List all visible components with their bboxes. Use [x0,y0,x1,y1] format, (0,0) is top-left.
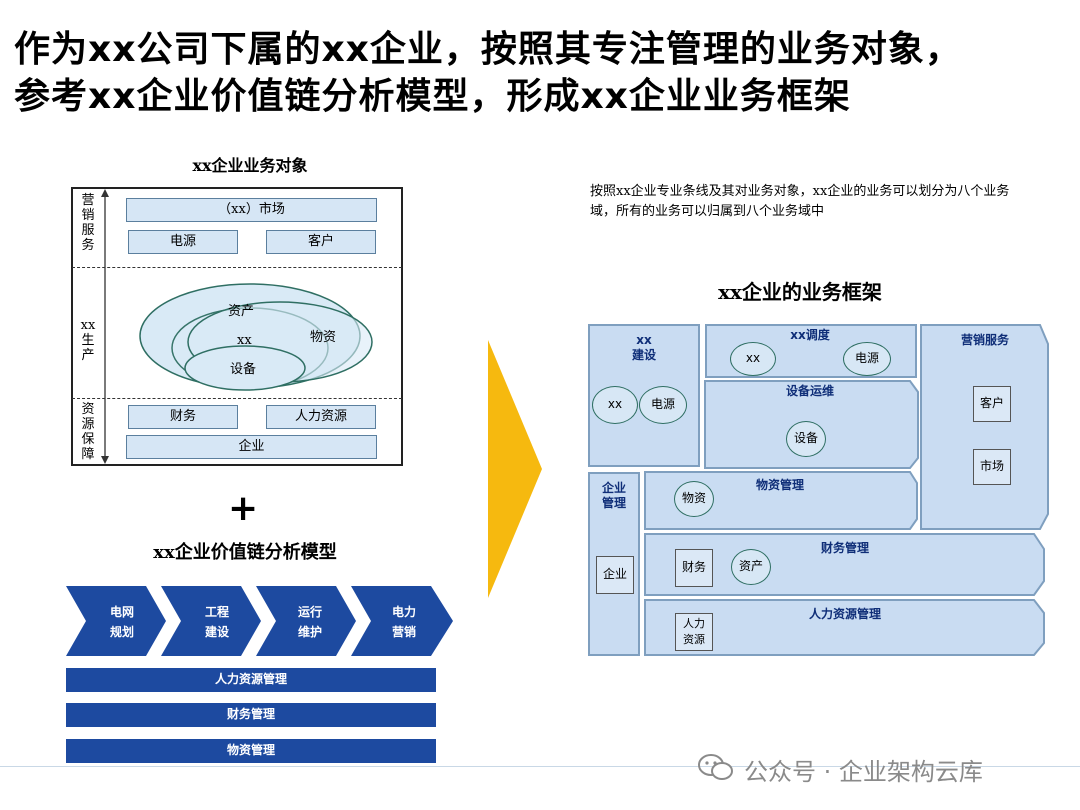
enterprise-box: 企业 [126,435,377,459]
chevron-construction [161,586,261,656]
chevron-label-operation: 运行维护 [297,605,322,639]
construction-item-power: 电源 [639,386,687,424]
domain-finance-label: 财务管理 [820,541,869,555]
marketing-item-customer: 客户 [973,386,1011,422]
framework-description: 按照xx企业专业条线及其对业务对象，xx企业的业务可以划分为八个业务域，所有的业… [590,184,1010,219]
hr-item: 人力资源 [675,613,713,651]
bar-hr: 人力资源管理 [66,668,436,692]
footer-rule [0,766,1080,767]
domain-marketing-label: 营销服务 [960,333,1009,347]
marketing-item-market: 市场 [973,449,1011,485]
chevron-label-planning: 电网规划 [109,605,134,639]
chevron-operation [256,586,356,656]
page-title: 作为xx公司下属的xx企业，按照其专注管理的业务对象，参考xx企业价值链分析模型… [14,29,962,117]
framework-title: xx企业的业务框架 [718,280,882,304]
chevron-label-construction: 工程建设 [204,605,229,639]
domain-materials-label: 物资管理 [755,478,804,492]
power-box: 电源 [128,230,238,254]
transform-arrow [488,340,542,598]
finance-item-assets: 资产 [731,549,771,585]
plus-sign: + [228,488,259,529]
dispatch-item-xx: xx [730,342,776,376]
domain-materials [644,471,918,530]
wechat-icon [698,754,733,780]
domain-hr-label: 人力资源管理 [808,607,881,621]
section-label-marketing: 营销服务 [81,193,95,253]
objects-axis [101,189,109,464]
value-chain-title: xx企业价值链分析模型 [153,542,337,563]
finance-box: 财务 [128,405,238,429]
materials-label: 物资 [310,330,337,345]
chevron-sales [351,586,453,656]
objects-title: xx企业业务对象 [192,156,308,175]
finance-item-finance: 财务 [675,549,713,587]
chevron-label-sales: 电力营销 [391,605,416,639]
domain-marketing [920,324,1049,530]
ops-item-equipment: 设备 [786,421,826,457]
watermark: 公众号 · 企业架构云库 [744,758,983,786]
domain-dispatch-label: xx调度 [790,328,830,342]
production-ellipses [139,283,373,391]
customer-box: 客户 [266,230,376,254]
section-label-production: xx生产 [80,318,96,363]
xx-label: xx [237,333,252,348]
hr-box: 人力资源 [266,405,376,429]
bar-finance: 财务管理 [66,703,436,727]
domain-ops-label: 设备运维 [785,384,834,398]
divider-2 [72,398,402,399]
value-chain-chevrons [66,586,453,656]
construction-item-xx: xx [592,386,638,424]
management-item-enterprise: 企业 [596,556,634,594]
assets-label: 资产 [228,304,255,319]
divider-1 [72,267,402,268]
materials-item: 物资 [674,481,714,517]
dispatch-item-power: 电源 [843,342,891,376]
equipment-label: 设备 [230,362,257,377]
domain-management-label: 企业管理 [601,481,626,510]
market-box: （xx）市场 [126,198,377,222]
chevron-planning [66,586,166,656]
section-label-resources: 资源保障 [81,402,95,462]
bar-materials: 物资管理 [66,739,436,763]
domain-hr [644,599,1045,656]
objects-diagram [71,187,403,466]
